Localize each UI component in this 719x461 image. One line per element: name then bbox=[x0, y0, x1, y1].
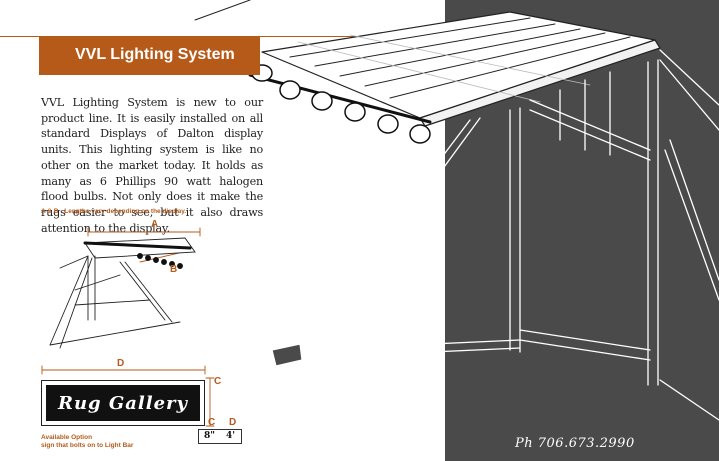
rug-gallery-sign: Rug Gallery bbox=[41, 380, 205, 426]
phone-number: Ph 706.673.2990 bbox=[515, 436, 635, 451]
sign-option-caption: Available Option sign that bolts on to L… bbox=[41, 434, 133, 451]
sign-panel: Rug Gallery bbox=[46, 385, 200, 421]
table-header-c: C bbox=[208, 417, 216, 428]
table-header-d: D bbox=[229, 417, 237, 428]
dimension-label-d: D bbox=[117, 358, 125, 369]
title-band bbox=[39, 37, 260, 75]
accent-rule bbox=[0, 36, 445, 37]
sign-text: Rug Gallery bbox=[57, 392, 188, 414]
dimension-caption: A & B - Lengths vary depending on the di… bbox=[41, 208, 187, 215]
caption-line-2: sign that bolts on to Light Bar bbox=[41, 442, 134, 450]
value-c: 8" bbox=[204, 431, 215, 441]
section-body: VVL Lighting System is new to our produc… bbox=[41, 96, 263, 235]
dimension-label-c: C bbox=[214, 376, 222, 387]
value-d: 4' bbox=[225, 431, 236, 441]
dimension-label-a: A bbox=[151, 219, 159, 230]
section-title: VVL Lighting System bbox=[75, 46, 235, 63]
dimension-label-b: B bbox=[170, 264, 178, 275]
sign-dimension-table: 8" 4' bbox=[198, 429, 242, 444]
caption-line-1: Available Option bbox=[41, 434, 93, 441]
